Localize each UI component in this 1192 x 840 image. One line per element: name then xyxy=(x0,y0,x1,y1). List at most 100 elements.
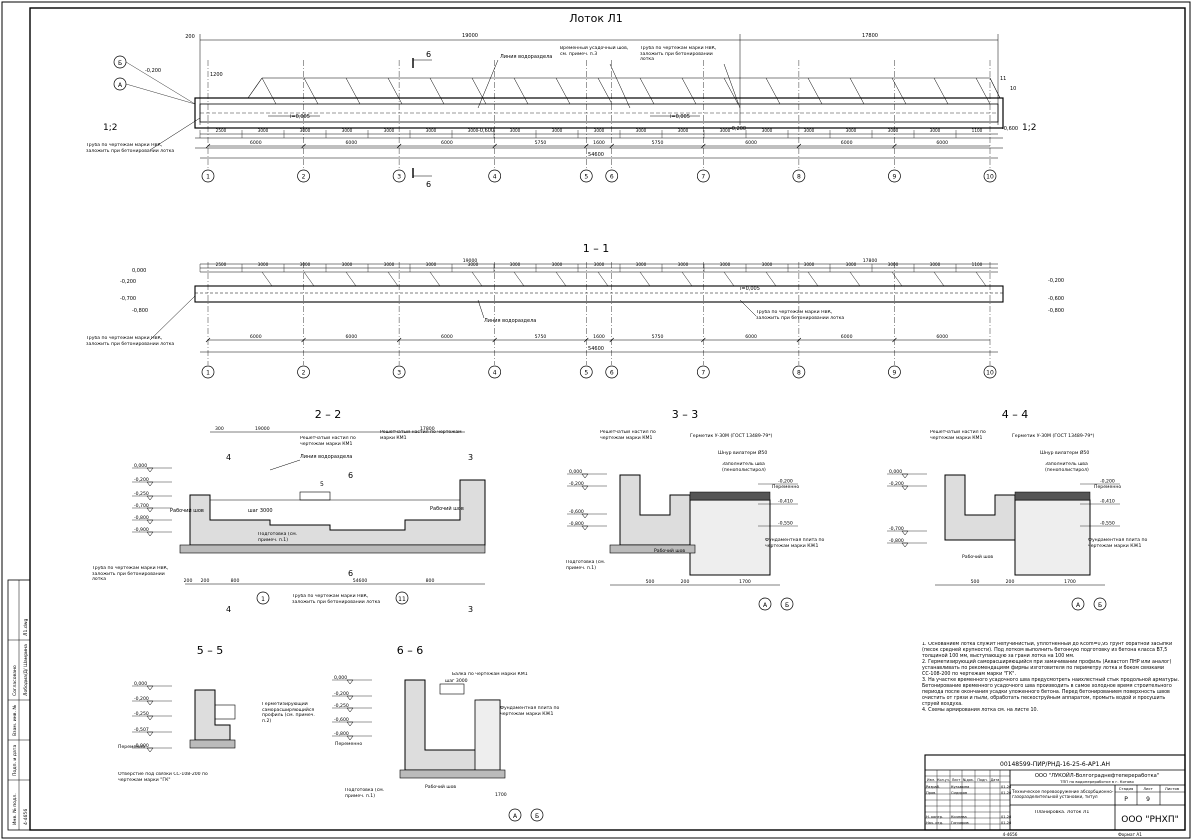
s11-span-dim-10: 3000 xyxy=(636,262,647,267)
s22-dim-bottom-4: 800 xyxy=(426,578,435,584)
s22-axis-1: 1 xyxy=(261,596,265,603)
section55-title: 5 – 5 xyxy=(197,644,224,657)
s55-level-0: 0,000 xyxy=(134,681,147,687)
s33-label-prep: Подготовка (см. примеч. п.1) xyxy=(566,560,606,571)
tb-person-role-3: Нач. отд. xyxy=(926,821,943,825)
plan-level-mid2: -0,200 xyxy=(730,126,746,132)
note-1: 1. Основанием лотка служит непучинистый,… xyxy=(922,642,1173,659)
s11-level-0: 0,000 xyxy=(132,268,146,274)
side-label-inv: Инв. № подл. xyxy=(12,793,18,825)
plan-cut-right: 1;2 xyxy=(1022,123,1036,133)
plan-span-dim-8: 3000 xyxy=(552,128,563,133)
s11-axis-10: 10 xyxy=(986,370,994,377)
plan-span-dim-9: 3000 xyxy=(594,128,605,133)
s44-label-filler: Заполнитель шва (пенополистирол) xyxy=(1045,462,1089,473)
side-value-agreed: Лободиа/Д/ Шамрина xyxy=(23,644,29,696)
s22-dim-19000: 19000 xyxy=(255,426,270,432)
plan-label-joint: Временный усадочный шов, см. примеч. п.3 xyxy=(560,46,629,57)
s22-dim-300: 300 xyxy=(215,426,224,432)
plan-dim-right: 17800 xyxy=(862,33,878,39)
tb-format: Формат А1 xyxy=(1118,832,1142,837)
s11-axis-dim-0: 6000 xyxy=(250,334,262,340)
s11-span-dim-5: 3000 xyxy=(426,262,437,267)
plan-label-drain: Линия водораздела xyxy=(500,54,552,60)
s11-dim-19000: 19000 xyxy=(463,258,478,264)
plan-span-dim-1: 3000 xyxy=(258,128,269,133)
tb-person-role-2: Н. контр. xyxy=(926,815,943,819)
s33-level-0: 0,000 xyxy=(569,469,582,475)
s44-level-r1: -0,200 xyxy=(1100,479,1115,485)
plan-slope-2: i=0,005 xyxy=(670,114,690,120)
s44-level-r2: -0,550 xyxy=(1100,521,1115,527)
s66-level-4: -0,800 xyxy=(334,731,349,737)
section11-title: 1 – 1 xyxy=(583,242,610,255)
plan-axis-dim-2: 6000 xyxy=(441,140,453,146)
s44-label-sealant: Герметик У-30М (ГОСТ 13489-79*) xyxy=(1012,433,1095,439)
s55-level-3: -0,507 xyxy=(134,727,149,733)
tb-person-date-3: 01.26 xyxy=(1001,821,1012,825)
plan-axis-1: 1 xyxy=(206,174,210,181)
plan-span-dim-14: 3000 xyxy=(804,128,815,133)
s22-level-1: -0,200 xyxy=(134,477,149,483)
s22-dim-bottom-2: 800 xyxy=(231,578,240,584)
s33-axis-A: А xyxy=(763,602,768,609)
s44-axis-A: А xyxy=(1076,602,1081,609)
s22-cut6-top: 6 xyxy=(348,471,353,480)
s44-level-0: 0,000 xyxy=(889,469,902,475)
s33-axis-B: Б xyxy=(785,602,789,609)
s11-level-r3: -0,800 xyxy=(1048,308,1064,314)
plan-level-left: -0,200 xyxy=(145,68,161,74)
plan-axis-dim-1: 6000 xyxy=(345,140,357,146)
plan-level-mid: -0,600 xyxy=(478,128,494,134)
s11-axis-dim-4: 1600 xyxy=(593,334,605,340)
plan-span-dim-3: 3000 xyxy=(342,128,353,133)
tb-stage: Р xyxy=(1124,796,1128,803)
s22-label-prep: Подготовка (см. примеч. п.1) xyxy=(258,532,298,543)
s55-level-2: -0,250 xyxy=(134,711,149,717)
s11-axis-7: 7 xyxy=(701,370,705,377)
tb-person-date-2: 01.26 xyxy=(1001,815,1012,819)
s44-dim-1: 200 xyxy=(1006,579,1015,585)
note-4: 4. Схемы армирования лотка см. на листе … xyxy=(922,708,1039,713)
plan-span-dim-6: 3000 xyxy=(468,128,479,133)
tb-person-name-3: Гончаров xyxy=(951,821,969,825)
notes-block: 1. Основанием лотка служит непучинистый,… xyxy=(922,642,1180,714)
s33-label-filler: Заполнитель шва (пенополистирол) xyxy=(722,462,766,473)
s11-axis-9: 9 xyxy=(893,370,897,377)
plan-dim-total: 54600 xyxy=(588,152,604,158)
note-3: 3. На участке временного усадочного шва … xyxy=(922,678,1180,707)
s11-axis-dim-5: 5750 xyxy=(652,334,664,340)
plan-label-pipe-top: Труба по чертежам марки НВК, заложить пр… xyxy=(640,46,717,62)
s22-cut6-bot: 6 xyxy=(348,569,353,578)
tb-person-name-2: Кочнева xyxy=(951,815,967,819)
s22-cut4-bot: 4 xyxy=(226,605,231,614)
section-3-3: 3 – 3 Решетчатый настил по чертежам марк… xyxy=(566,408,824,611)
s22-label-grating1: Решетчатый настил по чертежам марки КМ1 xyxy=(300,436,356,447)
plan-level-right: -0,600 xyxy=(1002,126,1018,132)
s11-span-dim-14: 3000 xyxy=(804,262,815,267)
s33-label-joint: Рабочий шов xyxy=(654,547,685,554)
plan-label-pipe-left: Труба по чертежам марки НВК, заложить пр… xyxy=(86,143,175,154)
s11-span-dim-8: 3000 xyxy=(552,262,563,267)
section33-title: 3 – 3 xyxy=(672,408,699,421)
inner-frame xyxy=(29,7,1186,831)
plan-dim-200: 200 xyxy=(185,34,195,40)
side-file: Л1.dwg xyxy=(23,618,29,636)
s11-span-dim-16: 3000 xyxy=(888,262,899,267)
s33-dim-0: 500 xyxy=(646,579,655,585)
side-label-sign: Подп. и дата xyxy=(12,745,18,776)
tb-org-sub: ТПП по водопереработке в г. Котово xyxy=(1059,779,1134,784)
s11-axis-2: 2 xyxy=(302,370,306,377)
plan-span-dim-0: 2500 xyxy=(216,128,227,133)
tb-bottom-num: 4-4656 xyxy=(1003,832,1018,837)
tb-sheet-label: Лист xyxy=(1143,786,1153,791)
s22-label-pipe2: Труба по чертежам марки НВК, заложить пр… xyxy=(292,594,381,605)
s11-axis-1: 1 xyxy=(206,370,210,377)
plan-span-dim-5: 3000 xyxy=(426,128,437,133)
tb-sheets-label: Листов xyxy=(1165,786,1180,791)
s33-dim-1: 200 xyxy=(681,579,690,585)
